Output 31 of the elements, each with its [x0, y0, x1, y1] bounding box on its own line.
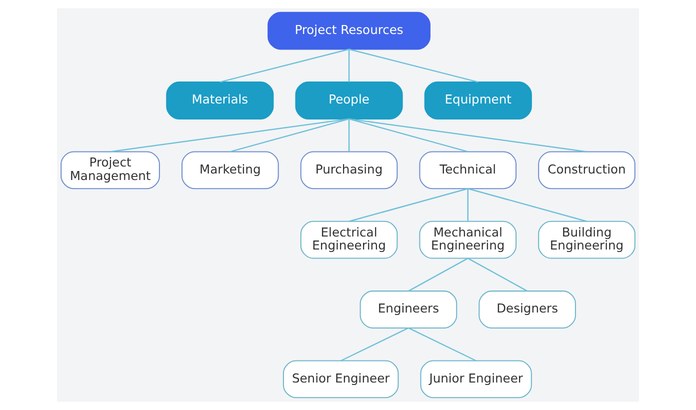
node-box: Project Resources [268, 12, 430, 50]
connector [110, 118, 350, 152]
node-box: People [295, 82, 403, 120]
node-box: Mechanical Engineering [419, 220, 517, 259]
connector [230, 118, 350, 152]
connector [467, 188, 468, 222]
node-box: Construction [538, 151, 636, 190]
node-box: Equipment [424, 82, 532, 120]
node-box: Purchasing [300, 151, 398, 190]
connector [468, 188, 587, 222]
connector [408, 258, 468, 292]
node-box: Technical [419, 151, 517, 190]
node-box: Project Management [60, 151, 160, 190]
node-box: Senior Engineer [282, 360, 399, 398]
node-box: Marketing [182, 151, 279, 190]
connector [348, 188, 468, 222]
connector [348, 118, 587, 152]
connector [348, 118, 350, 152]
node-box: Electrical Engineering [300, 220, 398, 259]
node-box: Junior Engineer [420, 360, 532, 398]
node-box: Engineers [360, 290, 458, 328]
connector [340, 327, 409, 362]
connector [348, 49, 350, 82]
connector [348, 48, 478, 83]
node-box: Building Engineering [538, 220, 636, 259]
node-box: Designers [478, 290, 576, 328]
connector [468, 258, 528, 292]
connector [348, 118, 468, 152]
connector [220, 48, 350, 83]
connector [408, 327, 476, 362]
node-box: Materials [166, 82, 274, 120]
